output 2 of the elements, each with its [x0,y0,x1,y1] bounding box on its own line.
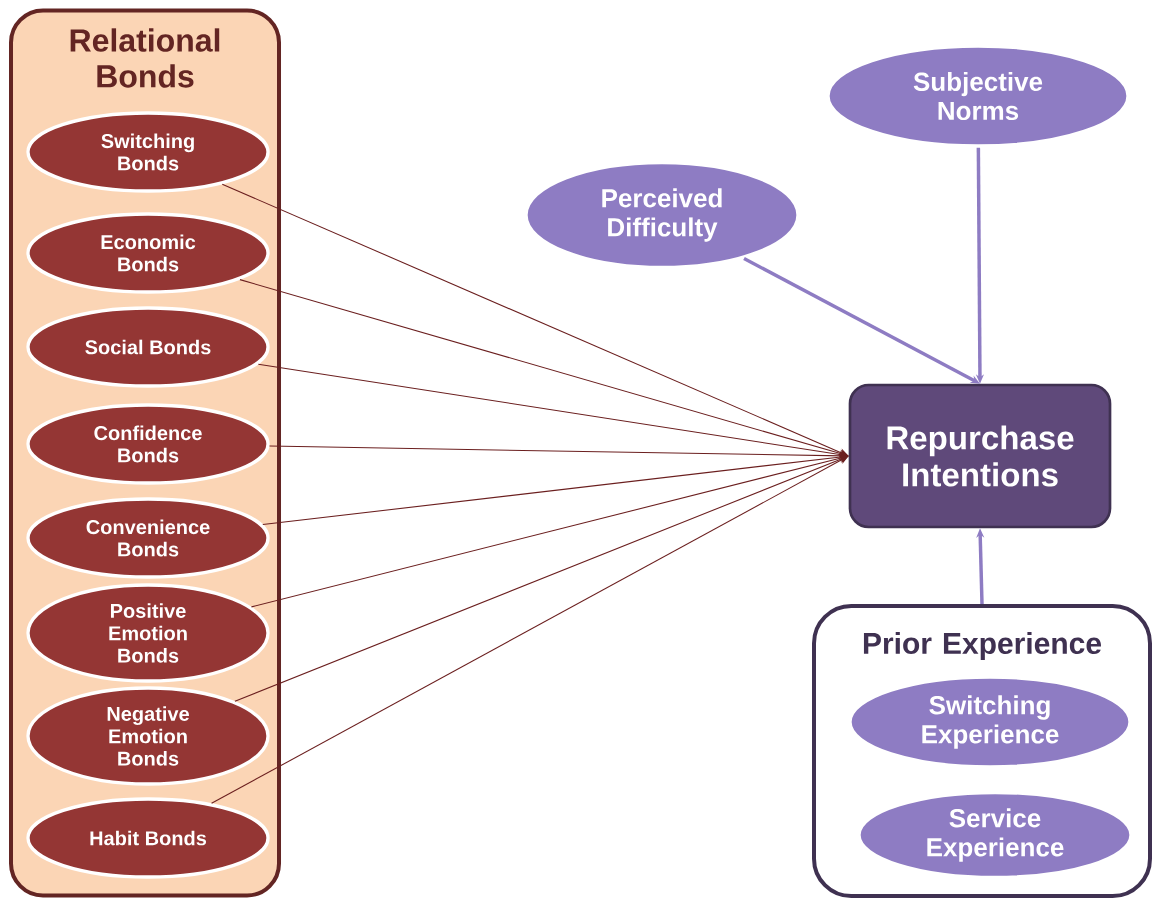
arrow [743,256,980,384]
outcome-box: Repurchase Intentions [848,383,1112,529]
